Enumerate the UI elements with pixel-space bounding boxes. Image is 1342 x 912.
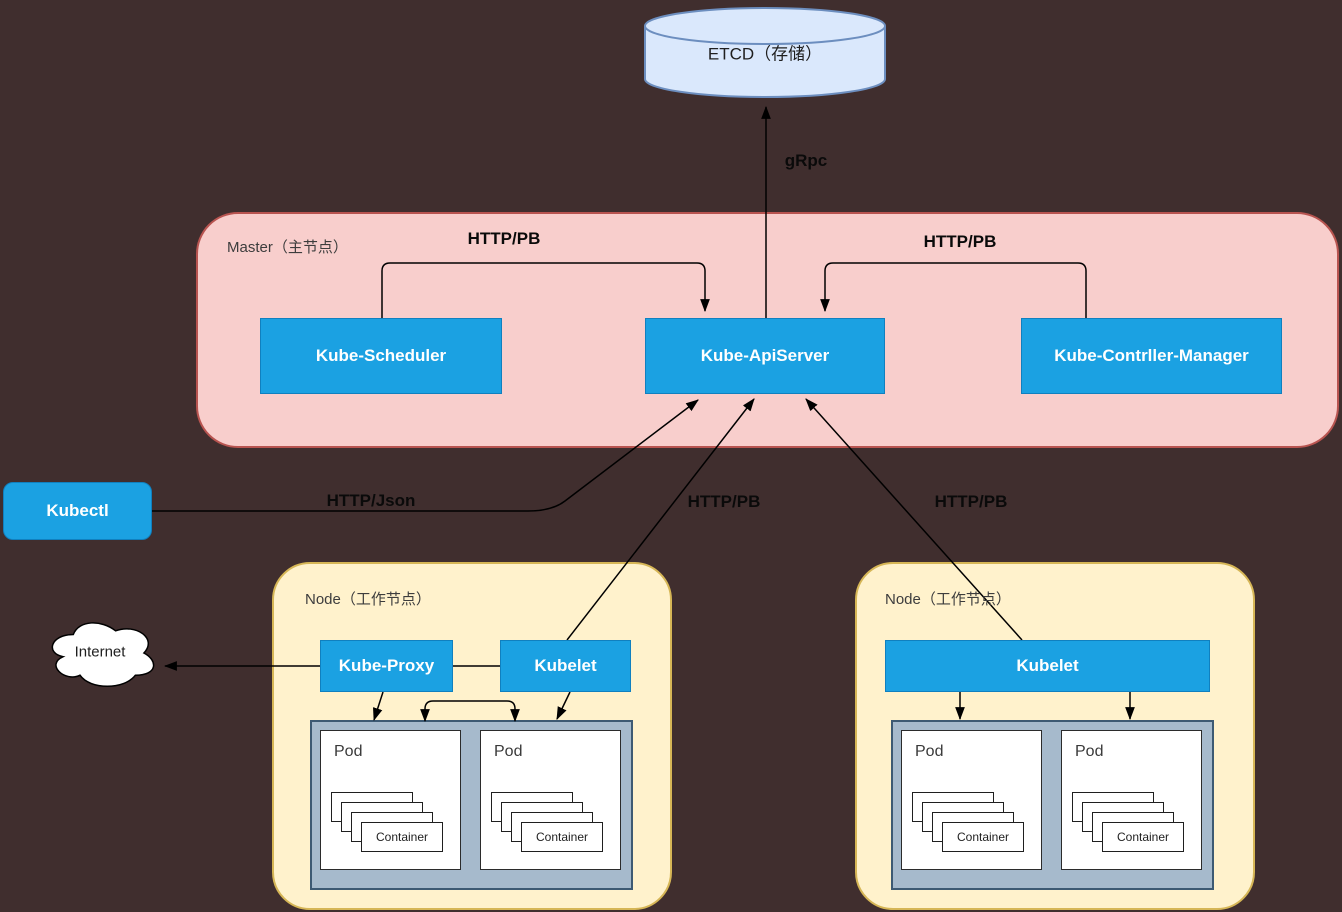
node2-panel-label: Node（工作节点） [885,591,1011,608]
http-pb-controller-label: HTTP/PB [923,232,997,251]
pod-label: Pod [494,743,523,760]
kube-controller-manager-box: Kube-Contrller-Manager [1021,318,1282,394]
node1-kubelet-box: Kubelet [500,640,631,692]
http-json-edge-label: HTTP/Json [326,491,416,510]
http-pb-scheduler-label: HTTP/PB [467,229,541,248]
container-box: Container [1102,822,1184,852]
pod-label: Pod [334,743,363,760]
http-pb-kubelet1-label: HTTP/PB [687,492,761,511]
container-box: Container [942,822,1024,852]
kube-proxy-box: Kube-Proxy [320,640,453,692]
node2-kubelet-box: Kubelet [885,640,1210,692]
kube-apiserver-box: Kube-ApiServer [645,318,885,394]
grpc-edge-label: gRpc [784,151,828,170]
container-box: Container [361,822,443,852]
http-pb-kubelet2-label: HTTP/PB [934,492,1008,511]
kube-scheduler-box: Kube-Scheduler [260,318,502,394]
kubectl-box: Kubectl [3,482,152,540]
pod-label: Pod [915,743,944,760]
etcd-label: ETCD（存储） [707,44,823,64]
pod-label: Pod [1075,743,1104,760]
master-panel-label: Master（主节点） [227,239,348,256]
internet-label: Internet [74,643,126,661]
container-box: Container [521,822,603,852]
node1-panel-label: Node（工作节点） [305,591,431,608]
